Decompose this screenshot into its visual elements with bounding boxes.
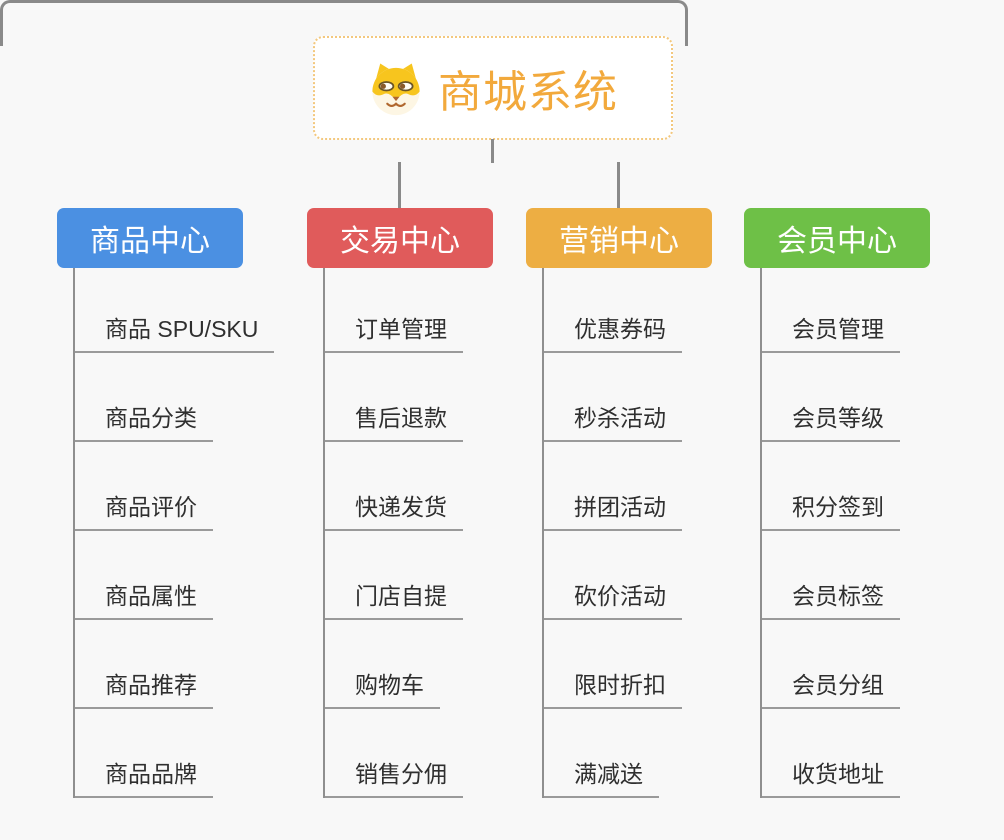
child-topic-label: 满减送 <box>544 761 659 798</box>
child-topic[interactable]: 商品属性 <box>75 531 297 620</box>
child-topic-label: 商品品牌 <box>75 761 213 798</box>
child-topic[interactable]: 售后退款 <box>325 353 547 442</box>
child-topic[interactable]: 优惠券码 <box>544 268 766 353</box>
branch-product-center: 商品中心 商品 SPU/SKU 商品分类 商品评价 商品属性 商品推荐 商品品牌 <box>57 208 297 798</box>
connector-root-stem <box>491 139 494 163</box>
child-topic[interactable]: 会员标签 <box>762 531 984 620</box>
child-topic-label: 限时折扣 <box>544 672 682 709</box>
child-topic-label: 会员等级 <box>762 405 900 442</box>
shiba-dog-icon <box>368 60 424 116</box>
child-topic-label: 收货地址 <box>762 761 900 798</box>
child-topic[interactable]: 会员分组 <box>762 620 984 709</box>
child-topic-label: 砍价活动 <box>544 583 682 620</box>
child-topic-label: 会员管理 <box>762 316 900 353</box>
child-topic[interactable]: 商品 SPU/SKU <box>75 268 297 353</box>
branch-label: 营销中心 <box>559 225 679 258</box>
child-topic[interactable]: 积分签到 <box>762 442 984 531</box>
child-topic[interactable]: 商品分类 <box>75 353 297 442</box>
branch-box-marketing-center[interactable]: 营销中心 <box>526 208 712 268</box>
branch-trade-center: 交易中心 订单管理 售后退款 快递发货 门店自提 购物车 销售分佣 <box>307 208 547 798</box>
child-topic-label: 优惠券码 <box>544 316 682 353</box>
child-topic-label: 快递发货 <box>325 494 463 531</box>
child-topic[interactable]: 限时折扣 <box>544 620 766 709</box>
child-topic-label: 商品属性 <box>75 583 213 620</box>
child-list-trade-center: 订单管理 售后退款 快递发货 门店自提 购物车 销售分佣 <box>323 268 547 798</box>
branch-label: 会员中心 <box>777 225 897 258</box>
branch-box-trade-center[interactable]: 交易中心 <box>307 208 493 268</box>
root-node[interactable]: 商城系统 <box>313 36 673 140</box>
child-topic-label: 会员标签 <box>762 583 900 620</box>
child-topic[interactable]: 商品评价 <box>75 442 297 531</box>
branch-box-member-center[interactable]: 会员中心 <box>744 208 930 268</box>
connector-drop-trade <box>398 162 401 208</box>
child-topic[interactable]: 拼团活动 <box>544 442 766 531</box>
child-topic[interactable]: 门店自提 <box>325 531 547 620</box>
branch-box-product-center[interactable]: 商品中心 <box>57 208 243 268</box>
child-topic-label: 商品 SPU/SKU <box>75 316 275 353</box>
child-topic-label: 商品分类 <box>75 405 213 442</box>
branch-marketing-center: 营销中心 优惠券码 秒杀活动 拼团活动 砍价活动 限时折扣 满减送 <box>526 208 766 798</box>
child-topic[interactable]: 商品推荐 <box>75 620 297 709</box>
child-topic[interactable]: 销售分佣 <box>325 709 547 798</box>
child-topic-label: 拼团活动 <box>544 494 682 531</box>
child-topic-label: 会员分组 <box>762 672 900 709</box>
child-topic-label: 销售分佣 <box>325 761 463 798</box>
branch-label: 商品中心 <box>90 225 210 258</box>
child-list-product-center: 商品 SPU/SKU 商品分类 商品评价 商品属性 商品推荐 商品品牌 <box>73 268 297 798</box>
child-topic[interactable]: 砍价活动 <box>544 531 766 620</box>
child-topic[interactable]: 会员管理 <box>762 268 984 353</box>
child-topic[interactable]: 收货地址 <box>762 709 984 798</box>
child-topic-label: 售后退款 <box>325 405 463 442</box>
child-list-member-center: 会员管理 会员等级 积分签到 会员标签 会员分组 收货地址 <box>760 268 984 798</box>
child-topic-label: 门店自提 <box>325 583 463 620</box>
child-topic-label: 商品评价 <box>75 494 213 531</box>
connector-bus <box>0 0 688 46</box>
child-topic[interactable]: 满减送 <box>544 709 766 798</box>
child-topic-label: 商品推荐 <box>75 672 213 709</box>
branch-member-center: 会员中心 会员管理 会员等级 积分签到 会员标签 会员分组 收货地址 <box>744 208 984 798</box>
child-topic[interactable]: 会员等级 <box>762 353 984 442</box>
child-topic-label: 积分签到 <box>762 494 900 531</box>
child-topic[interactable]: 秒杀活动 <box>544 353 766 442</box>
child-topic-label: 订单管理 <box>325 316 463 353</box>
branch-label: 交易中心 <box>340 225 460 258</box>
connector-drop-marketing <box>617 162 620 208</box>
child-list-marketing-center: 优惠券码 秒杀活动 拼团活动 砍价活动 限时折扣 满减送 <box>542 268 766 798</box>
child-topic[interactable]: 订单管理 <box>325 268 547 353</box>
child-topic-label: 购物车 <box>325 672 440 709</box>
child-topic[interactable]: 购物车 <box>325 620 547 709</box>
child-topic[interactable]: 商品品牌 <box>75 709 297 798</box>
child-topic[interactable]: 快递发货 <box>325 442 547 531</box>
child-topic-label: 秒杀活动 <box>544 405 682 442</box>
root-title: 商城系统 <box>438 68 618 117</box>
